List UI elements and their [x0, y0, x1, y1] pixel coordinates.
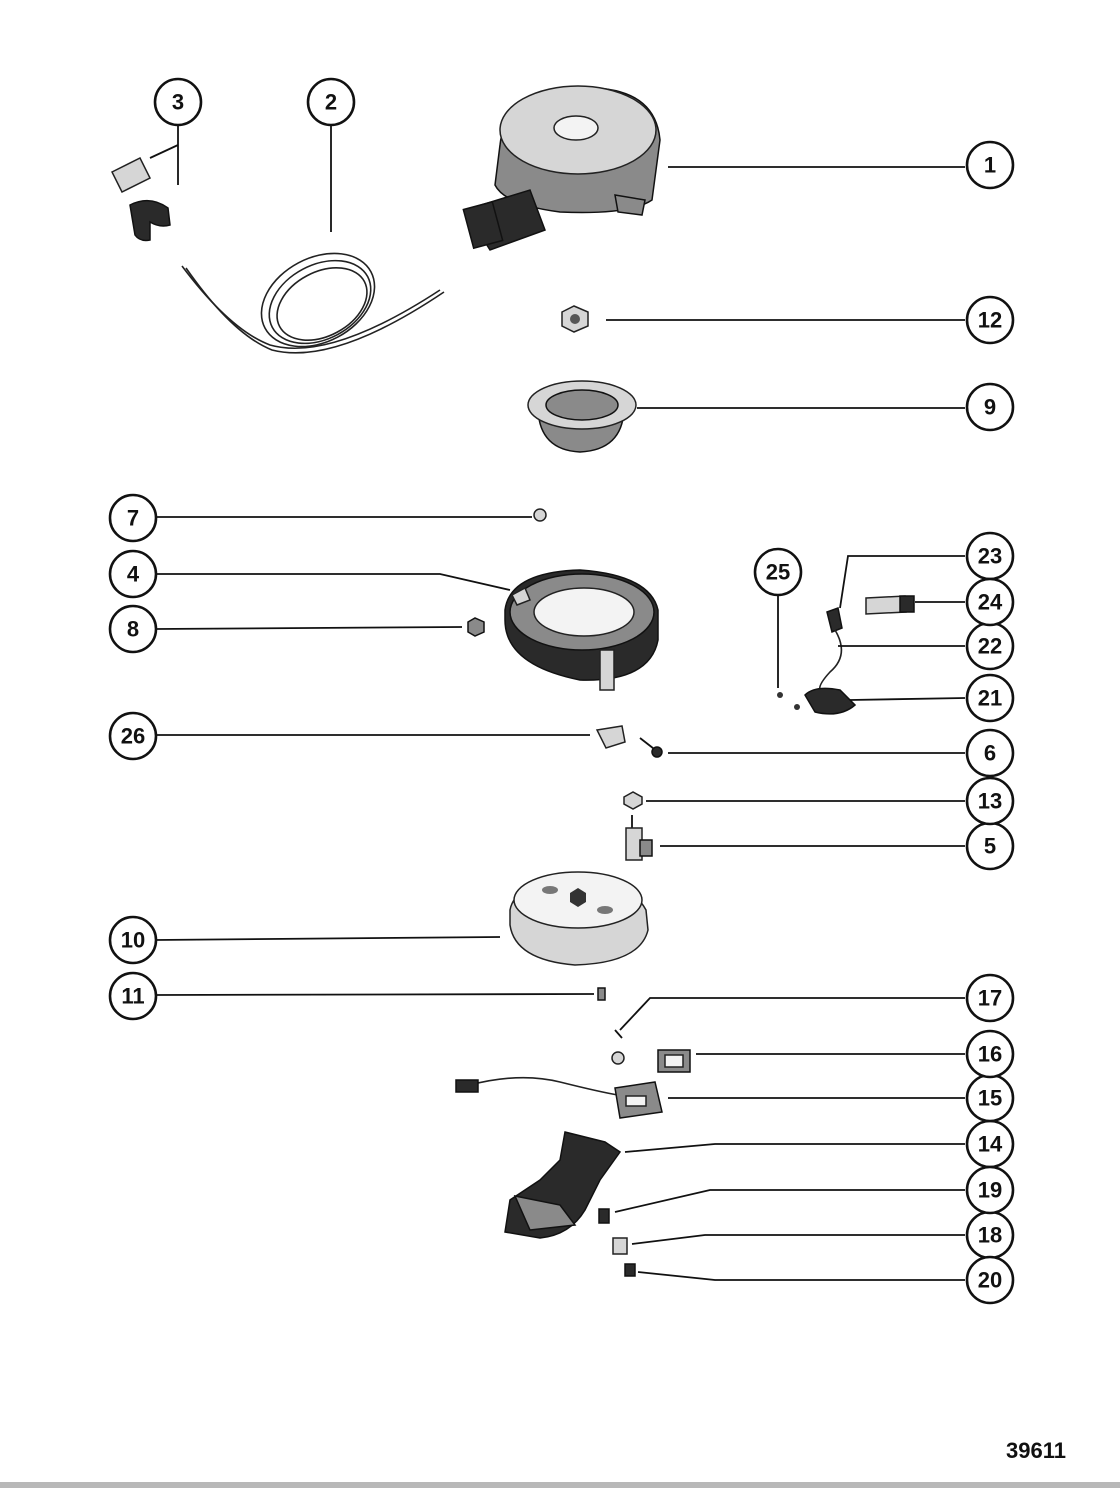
- callout-13: 13: [965, 776, 1015, 826]
- part-flywheel: [509, 871, 649, 966]
- part-fasteners: [598, 1208, 636, 1277]
- svg-text:2: 2: [325, 90, 337, 115]
- callout-20: 20: [965, 1255, 1015, 1305]
- part-key: [597, 987, 606, 1001]
- callout-9: 9: [965, 382, 1015, 432]
- callout-6: 6: [965, 728, 1015, 778]
- callout-12: 12: [965, 295, 1015, 345]
- svg-text:10: 10: [121, 928, 145, 953]
- callout-7: 7: [108, 493, 158, 543]
- part-starter-cup: [527, 380, 637, 453]
- part-clamp-and-screw: [595, 725, 663, 758]
- leader-lines: [149, 124, 966, 1281]
- svg-text:14: 14: [978, 1132, 1003, 1157]
- callout-14: 14: [965, 1119, 1015, 1169]
- callout-4: 4: [108, 549, 158, 599]
- svg-text:6: 6: [984, 741, 996, 766]
- callout-25: 25: [753, 547, 803, 597]
- svg-text:3: 3: [172, 90, 184, 115]
- callout-17: 17: [965, 973, 1015, 1023]
- callout-1: 1: [965, 140, 1015, 190]
- svg-text:16: 16: [978, 1042, 1002, 1067]
- callout-21: 21: [965, 673, 1015, 723]
- svg-text:4: 4: [127, 562, 140, 587]
- callout-11: 11: [108, 971, 158, 1021]
- diagram-id-label: 39611: [1006, 1438, 1066, 1463]
- svg-text:1: 1: [984, 153, 996, 178]
- callout-2: 2: [306, 77, 356, 127]
- callout-24: 24: [965, 577, 1015, 627]
- svg-text:18: 18: [978, 1223, 1002, 1248]
- svg-text:11: 11: [121, 984, 144, 1009]
- part-stator-bracket: [504, 1131, 622, 1239]
- svg-text:5: 5: [984, 834, 996, 859]
- part-terminal-post: [625, 815, 653, 861]
- part-ignition-coil: [455, 1029, 691, 1119]
- callout-16: 16: [965, 1029, 1015, 1079]
- svg-text:15: 15: [978, 1086, 1002, 1111]
- svg-text:20: 20: [978, 1268, 1002, 1293]
- svg-text:23: 23: [978, 544, 1002, 569]
- part-stator: [504, 569, 659, 691]
- callout-19: 19: [965, 1165, 1015, 1215]
- callout-23: 23: [965, 531, 1015, 581]
- callout-8: 8: [108, 604, 158, 654]
- part-recoil-starter-housing: [462, 85, 661, 251]
- svg-text:25: 25: [766, 560, 790, 585]
- bottom-border: [0, 1482, 1120, 1488]
- svg-text:7: 7: [127, 506, 139, 531]
- callout-18: 18: [965, 1210, 1015, 1260]
- callout-10: 10: [108, 915, 158, 965]
- svg-text:19: 19: [978, 1178, 1002, 1203]
- callout-3: 3: [153, 77, 203, 127]
- part-starter-handle: [110, 156, 171, 242]
- svg-text:26: 26: [121, 724, 145, 749]
- part-nut-7: [533, 508, 547, 522]
- svg-text:22: 22: [978, 634, 1002, 659]
- svg-text:12: 12: [978, 308, 1002, 333]
- part-nut-13: [623, 791, 643, 810]
- callout-26: 26: [108, 711, 158, 761]
- callout-5: 5: [965, 821, 1015, 871]
- callout-15: 15: [965, 1073, 1015, 1123]
- svg-text:13: 13: [978, 789, 1002, 814]
- part-nut-12: [561, 305, 589, 333]
- svg-text:8: 8: [127, 617, 139, 642]
- callout-22: 22: [965, 621, 1015, 671]
- part-nut-8: [467, 617, 485, 637]
- svg-text:24: 24: [978, 590, 1003, 615]
- svg-text:9: 9: [984, 395, 996, 420]
- part-starter-rope: [181, 252, 445, 354]
- svg-text:21: 21: [978, 686, 1002, 711]
- part-ignition-lead: [777, 595, 915, 715]
- svg-text:17: 17: [978, 986, 1002, 1011]
